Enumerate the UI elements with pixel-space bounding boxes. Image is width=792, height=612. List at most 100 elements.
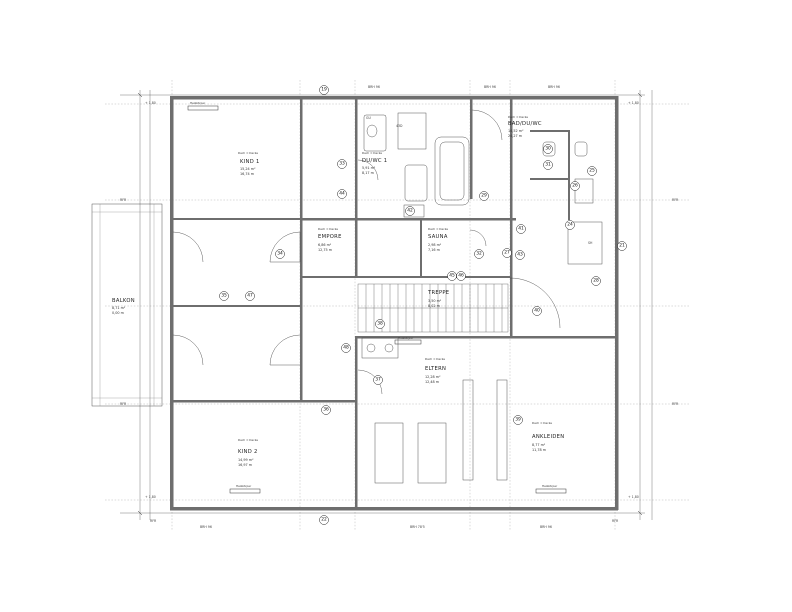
balcony xyxy=(91,203,163,407)
marker-31: 32 xyxy=(474,249,484,259)
svg-text:46: 46 xyxy=(458,273,464,279)
svg-text:BRH 96: BRH 96 xyxy=(368,85,380,89)
marker-43: 44 xyxy=(337,189,347,199)
svg-text:Heizkörper: Heizkörper xyxy=(190,101,206,105)
svg-text:Dach = Decke: Dach = Decke xyxy=(238,151,258,155)
svg-text:SAUNA: SAUNA xyxy=(428,234,448,240)
room-balkon: BALKON 8,71 m² 0,00 m xyxy=(112,298,135,315)
svg-text:BRH 96: BRH 96 xyxy=(540,525,552,529)
svg-text:BRH 96: BRH 96 xyxy=(548,85,560,89)
svg-text:KIND 1: KIND 1 xyxy=(240,159,260,165)
marker-44: 45 xyxy=(447,271,457,281)
svg-text:Heizkörper: Heizkörper xyxy=(398,336,414,340)
svg-text:19: 19 xyxy=(321,87,327,93)
svg-text:24: 24 xyxy=(567,222,573,228)
svg-text:45: 45 xyxy=(449,273,455,279)
svg-text:12,75 m: 12,75 m xyxy=(318,248,333,252)
marker-24: 25 xyxy=(587,166,597,176)
room-empore: Dach = Decke EMPORE 6,86 m² 12,75 m xyxy=(318,227,341,252)
room-eltern: Dach = Decke ELTERN 12,28 m² 12,48 m xyxy=(425,357,446,384)
marker-27: 28 xyxy=(591,276,601,286)
svg-text:35: 35 xyxy=(221,293,227,299)
dimension-lines xyxy=(120,90,653,520)
radiators xyxy=(187,105,567,494)
svg-text:29: 29 xyxy=(481,193,487,199)
svg-text:8,02 m: 8,02 m xyxy=(428,304,441,308)
svg-text:26: 26 xyxy=(572,183,578,189)
room-du-wc-1: Dach = Decke DU/WC 1 5,91 m² 8,17 m xyxy=(362,151,387,175)
svg-text:RFR: RFR xyxy=(120,402,127,406)
svg-text:6,86 m²: 6,86 m² xyxy=(318,243,332,247)
svg-text:33: 33 xyxy=(339,161,345,167)
svg-text:42: 42 xyxy=(407,208,413,214)
svg-text:+ 1,80: + 1,80 xyxy=(628,101,639,105)
interior-walls xyxy=(173,99,615,507)
svg-text:41: 41 xyxy=(518,226,524,232)
svg-text:ELTERN: ELTERN xyxy=(425,366,446,372)
svg-text:Dach = Decke: Dach = Decke xyxy=(428,227,448,231)
room-bad-du-wc: Dach = Decke BAD/DU/WC 14,52 m² 24,27 m xyxy=(508,115,542,138)
svg-text:KIND 2: KIND 2 xyxy=(238,449,258,455)
svg-text:21: 21 xyxy=(619,243,625,249)
marker-34: 35 xyxy=(219,291,229,301)
marker-42: 43 xyxy=(515,250,525,260)
svg-text:43: 43 xyxy=(517,252,523,258)
marker-19: 19 xyxy=(319,85,329,95)
room-treppe: TREPPE 3,50 m² 8,02 m xyxy=(427,290,449,308)
annotations: Heizkörper Heizkörper Heizkörper Heizkör… xyxy=(120,85,679,529)
fixtures xyxy=(361,112,603,484)
svg-text:TREPPE: TREPPE xyxy=(427,290,449,296)
svg-text:DU/WC 1: DU/WC 1 xyxy=(362,158,387,164)
room-ankleiden: Dach = Decke ANKLEIDEN 8,77 m² 11,78 m xyxy=(532,421,564,452)
svg-text:SH: SH xyxy=(588,241,593,245)
markers: 19 22 21 24 25 26 27 28 29 30 31 32 33 3… xyxy=(219,85,627,525)
svg-text:Dach = Decke: Dach = Decke xyxy=(318,227,338,231)
marker-33: 34 xyxy=(275,249,285,259)
svg-text:39: 39 xyxy=(515,417,521,423)
svg-text:43D: 43D xyxy=(396,124,403,128)
svg-text:RFR: RFR xyxy=(150,519,157,523)
svg-text:BALKON: BALKON xyxy=(112,298,135,304)
svg-text:8,17 m: 8,17 m xyxy=(362,171,375,175)
marker-36: 37 xyxy=(373,375,383,385)
svg-text:8,71 m²: 8,71 m² xyxy=(112,306,126,310)
svg-text:0,00 m: 0,00 m xyxy=(112,311,125,315)
marker-26: 27 xyxy=(502,248,512,258)
marker-28: 29 xyxy=(479,191,489,201)
svg-text:+ 1,80: + 1,80 xyxy=(145,495,156,499)
svg-text:+ 1,80: + 1,80 xyxy=(628,495,639,499)
svg-text:47: 47 xyxy=(247,293,253,299)
svg-text:16,97 m: 16,97 m xyxy=(238,463,253,467)
marker-41: 42 xyxy=(405,206,415,216)
svg-text:48: 48 xyxy=(343,345,349,351)
svg-text:Dach = Decke: Dach = Decke xyxy=(362,151,382,155)
room-kind-2: Dach = Decke KIND 2 14,99 m² 16,97 m xyxy=(238,438,258,467)
svg-text:15,24 m²: 15,24 m² xyxy=(240,167,256,171)
svg-text:25: 25 xyxy=(589,168,595,174)
marker-19b: 22 xyxy=(319,515,329,525)
marker-35: 36 xyxy=(321,405,331,415)
svg-text:ANKLEIDEN: ANKLEIDEN xyxy=(532,434,564,440)
svg-text:22: 22 xyxy=(321,517,327,523)
svg-text:28: 28 xyxy=(593,278,599,284)
room-labels: Dach = Decke KIND 1 15,24 m² 16,74 m Dac… xyxy=(112,115,564,467)
svg-text:BRH 96: BRH 96 xyxy=(484,85,496,89)
svg-text:16,74 m: 16,74 m xyxy=(240,172,255,176)
svg-text:Heizkörper: Heizkörper xyxy=(236,484,252,488)
marker-32: 33 xyxy=(337,159,347,169)
svg-text:GU: GU xyxy=(366,116,371,120)
svg-text:14,99 m²: 14,99 m² xyxy=(238,458,254,462)
marker-40: 41 xyxy=(516,224,526,234)
svg-text:BAD/DU/WC: BAD/DU/WC xyxy=(508,121,542,127)
marker-37: 38 xyxy=(375,319,385,329)
marker-29: 30 xyxy=(543,144,553,154)
svg-text:Dach = Decke: Dach = Decke xyxy=(425,357,445,361)
svg-text:3,50 m²: 3,50 m² xyxy=(428,299,442,303)
svg-text:27: 27 xyxy=(504,250,510,256)
marker-38: 39 xyxy=(513,415,523,425)
svg-text:Dach = Decke: Dach = Decke xyxy=(238,438,258,442)
svg-text:Heizkörper: Heizkörper xyxy=(542,484,558,488)
svg-text:RFR: RFR xyxy=(672,402,679,406)
svg-text:40: 40 xyxy=(534,308,540,314)
